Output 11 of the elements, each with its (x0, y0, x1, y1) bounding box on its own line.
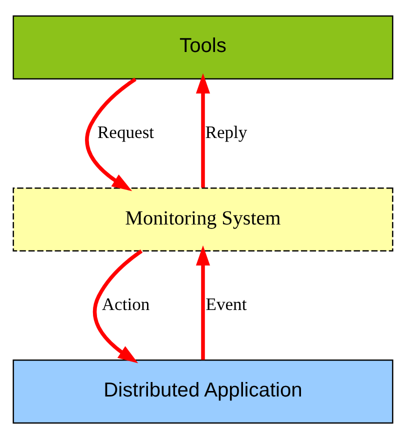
arrow (92, 249, 143, 364)
node-box: Tools (12, 15, 394, 80)
arrow (196, 245, 210, 360)
arrow (85, 78, 136, 192)
edge-label: Event (206, 294, 247, 314)
node-box: Distributed Application (12, 360, 394, 424)
arrow (196, 73, 210, 188)
edge-label: Action (102, 294, 150, 314)
edge-label: Reply (205, 122, 248, 142)
node-box: Monitoring System (12, 187, 394, 252)
edge-label: Request (97, 122, 154, 142)
